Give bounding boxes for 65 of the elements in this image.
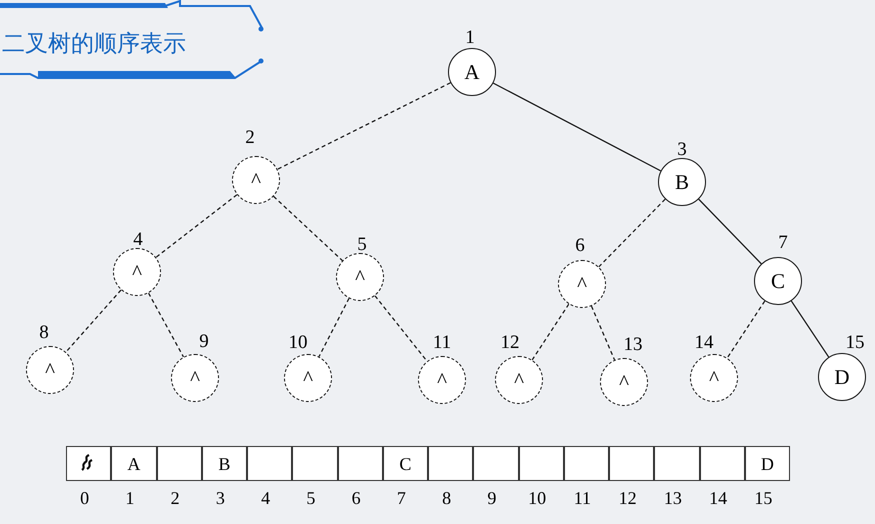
node-number: 2: [245, 128, 255, 148]
empty-tree-node: ^: [600, 358, 648, 406]
dashed-edge: [277, 82, 451, 170]
array-index: 13: [664, 488, 682, 508]
array-index: 4: [261, 488, 270, 508]
array-value: A: [127, 454, 140, 474]
array-index: 12: [618, 488, 637, 508]
array-index: 1: [125, 488, 134, 508]
dashed-edge: [148, 292, 184, 358]
node-number: 1: [465, 28, 475, 48]
empty-tree-node: ^: [232, 156, 280, 204]
dashed-edge: [156, 194, 238, 258]
array-index: 9: [487, 488, 496, 508]
node-number: 10: [288, 333, 308, 353]
node-number: 9: [199, 332, 209, 352]
empty-tree-node: ^: [690, 354, 738, 402]
empty-tree-node: ^: [418, 356, 466, 404]
array-index: 14: [709, 488, 728, 508]
array-index: 15: [754, 488, 772, 508]
tree-node: A: [448, 48, 496, 96]
tree-node: B: [658, 158, 706, 206]
node-number: 3: [677, 140, 687, 160]
empty-tree-node: ^: [558, 260, 606, 308]
node-number: 15: [846, 333, 864, 353]
node-number: 11: [432, 333, 452, 353]
array-index: 2: [170, 488, 180, 508]
dashed-edge: [65, 290, 122, 352]
array-index: 0: [80, 488, 90, 508]
empty-tree-node: ^: [26, 346, 74, 394]
dashed-edge: [598, 198, 666, 268]
title: 二叉树的顺序表示: [2, 30, 186, 59]
node-number: 7: [778, 233, 788, 253]
array-index: 5: [306, 488, 316, 508]
dashed-edge: [273, 196, 343, 262]
tree-edge: [790, 300, 830, 358]
node-number: 6: [575, 236, 585, 256]
array-index: 6: [352, 488, 361, 508]
array-index: 7: [396, 488, 406, 508]
dashed-edge: [318, 298, 350, 357]
node-number: 13: [624, 335, 642, 355]
dashed-edge: [726, 300, 766, 358]
empty-tree-node: ^: [171, 354, 219, 402]
node-number: 14: [694, 333, 714, 353]
tree-edge: [698, 198, 762, 264]
node-number: 5: [357, 235, 367, 255]
empty-tree-node: ^: [336, 253, 384, 301]
empty-tree-node: ^: [495, 356, 543, 404]
node-number: 12: [500, 333, 520, 353]
array-index: 8: [442, 488, 452, 508]
array-value: B: [218, 454, 230, 474]
dashed-edge: [590, 306, 616, 360]
array-value: C: [399, 454, 412, 474]
empty-tree-node: ^: [284, 354, 332, 402]
tree-edge: [492, 82, 662, 172]
node-number: 8: [39, 323, 49, 343]
array-index: 10: [528, 488, 546, 508]
tree-node: C: [754, 257, 802, 305]
dashed-edge: [532, 304, 570, 360]
node-number: 4: [133, 230, 143, 250]
empty-tree-node: ^: [113, 248, 161, 296]
tree-node: D: [818, 353, 866, 401]
dashed-edge: [374, 295, 428, 362]
array-index: 3: [216, 488, 225, 508]
array-value: D: [760, 454, 774, 474]
array-index: 11: [574, 488, 592, 508]
